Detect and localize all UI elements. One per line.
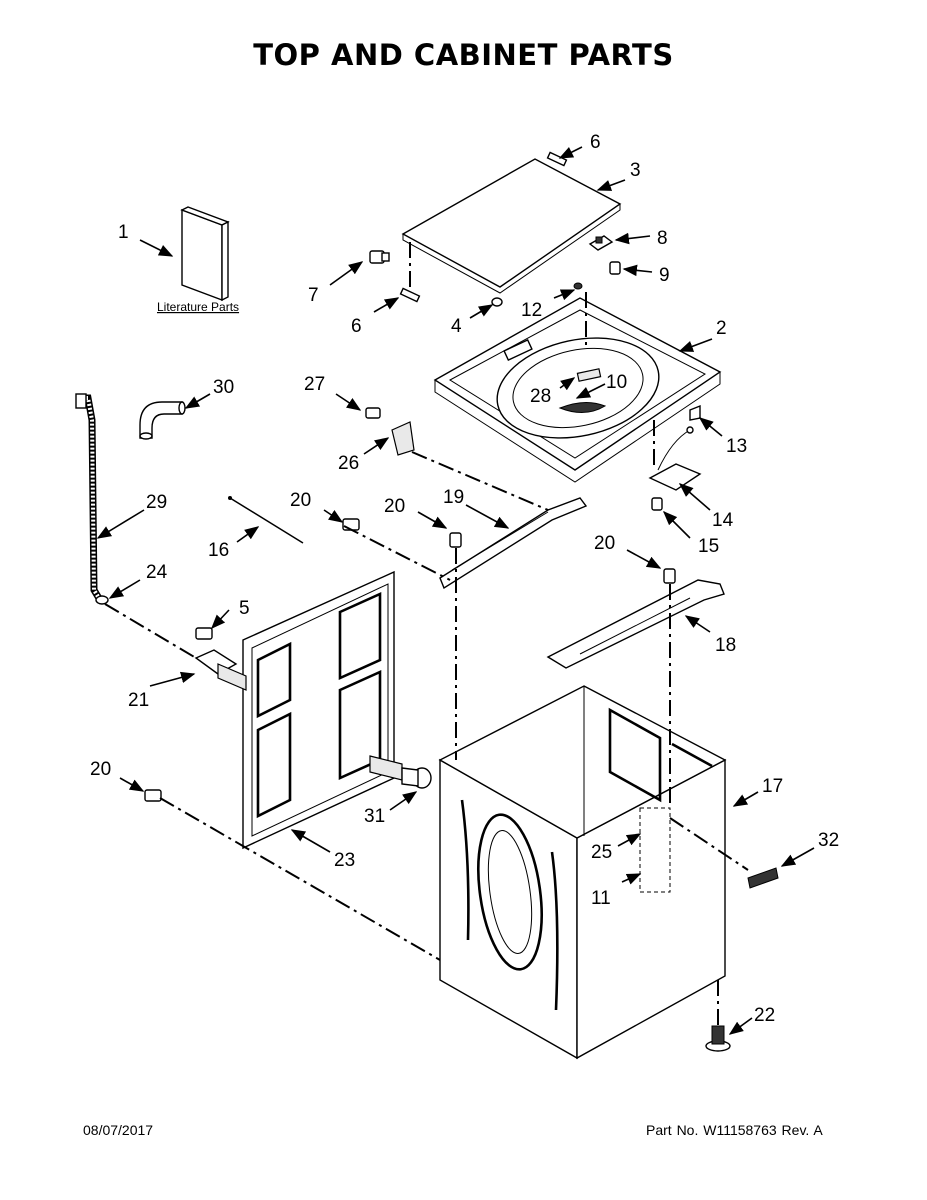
hose-clamp: [95, 595, 109, 605]
callout-24: 24: [146, 562, 168, 583]
assembly-lines: [104, 242, 749, 1026]
hinge-bushing: [369, 250, 390, 264]
callout-13: 13: [726, 436, 747, 457]
callout-28: 28: [530, 386, 551, 407]
rear-brace: [439, 497, 588, 590]
callout-3: 3: [630, 160, 641, 181]
support-rod: [228, 496, 304, 544]
callout-15: 15: [698, 536, 719, 557]
callout-2: 2: [716, 318, 727, 339]
callout-20-bottom: 20: [90, 759, 111, 780]
leveling-leg: [705, 1025, 731, 1052]
lid-hinge-pin-bottom: [399, 287, 421, 303]
cabinet: [438, 685, 727, 1060]
callout-1: 1: [118, 222, 129, 243]
screw-20-mid: [449, 532, 462, 548]
callout-25: 25: [591, 842, 612, 863]
lid-lock-cover: [391, 421, 415, 456]
callout-5: 5: [239, 598, 250, 619]
lid-switch-screw: [609, 261, 621, 275]
callout-12: 12: [521, 300, 542, 321]
callout-32: 32: [818, 830, 839, 851]
top-clip: [573, 282, 583, 290]
callout-16: 16: [208, 540, 229, 561]
callout-7: 7: [308, 285, 319, 306]
callout-19: 19: [443, 487, 464, 508]
page-title: TOP AND CABINET PARTS: [253, 38, 674, 72]
water-inlet: [194, 649, 247, 691]
screw-5: [195, 627, 213, 640]
footer-part-number: Part No. W11158763 Rev. A: [646, 1122, 823, 1138]
callout-31: 31: [364, 806, 385, 827]
callout-21: 21: [128, 690, 149, 711]
top-panel: [433, 297, 722, 483]
callout-11: 11: [591, 888, 611, 909]
callout-20-right: 20: [594, 533, 615, 554]
callout-9: 9: [659, 265, 670, 286]
callout-4: 4: [451, 316, 462, 337]
screw-20-left: [342, 518, 360, 531]
front-brace: [546, 579, 725, 669]
switch-screw: [651, 497, 663, 511]
lid-lock-clip: [689, 404, 701, 421]
callout-30: 30: [213, 377, 234, 398]
serial-label: [747, 867, 779, 889]
callout-8: 8: [657, 228, 668, 249]
screw-20-bottom: [144, 789, 162, 802]
callout-22: 22: [754, 1005, 775, 1026]
callout-20-left: 20: [290, 490, 311, 511]
callout-23: 23: [334, 850, 355, 871]
callout-14: 14: [712, 510, 734, 531]
lid-hinge-pin-top: [546, 151, 568, 167]
callout-20-mid: 20: [384, 496, 405, 517]
callout-29: 29: [146, 492, 167, 513]
callout-6-top: 6: [590, 132, 601, 153]
cover-screw: [365, 407, 381, 419]
footer-date: 08/07/2017: [83, 1122, 154, 1138]
screw-20-right: [663, 568, 676, 584]
leader-arrows: [96, 146, 815, 1035]
lid-switch-bracket: [588, 235, 614, 251]
drain-hose-elbow: [139, 401, 186, 440]
callout-18: 18: [715, 635, 736, 656]
pump-outlet: [369, 755, 432, 789]
lid-lock-switch: [648, 426, 702, 491]
literature-parts-book: [180, 206, 230, 302]
callout-6-bottom: 6: [351, 316, 362, 337]
callout-17: 17: [762, 776, 783, 797]
literature-parts-label: Literature Parts: [157, 300, 239, 314]
callout-10: 10: [606, 372, 627, 393]
drain-hose: [75, 393, 104, 602]
lid-bumper: [491, 297, 503, 307]
callout-26: 26: [338, 453, 359, 474]
lid: [401, 158, 622, 294]
callout-27: 27: [304, 374, 325, 395]
